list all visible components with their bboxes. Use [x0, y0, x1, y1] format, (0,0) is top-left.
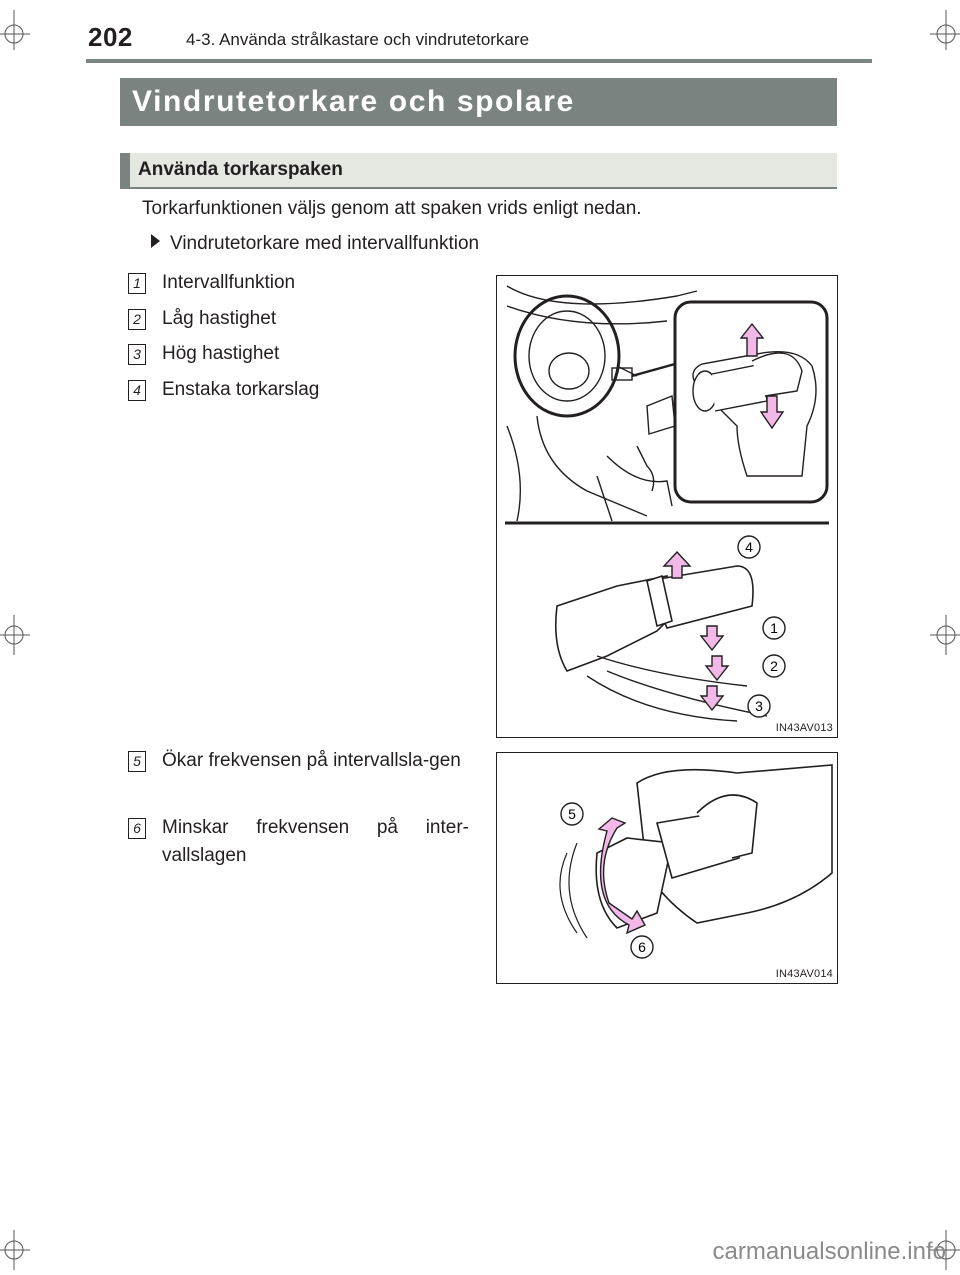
running-header: 4-3. Använda strålkastare och vindruteto… [186, 30, 530, 49]
number-badge: 1 [128, 273, 146, 294]
figure-code: IN43AV014 [775, 968, 833, 980]
crop-mark-bottom-left [0, 1230, 30, 1270]
wiper-lever-illustration: 4 1 2 3 [505, 285, 829, 722]
section-title: Vindrutetorkare och spolare [132, 85, 575, 118]
triangle-bullet-icon [151, 234, 160, 248]
figure-wiper-lever-positions: 4 1 2 3 IN43AV013 [496, 275, 838, 738]
list-item-text: Hög hastighet [162, 343, 280, 364]
header-rule [86, 59, 872, 63]
bullet-text: Vindrutetorkare med intervallfunktion [170, 233, 480, 254]
crop-mark-mid-left [0, 615, 30, 655]
number-badge: 3 [128, 344, 146, 365]
subheading-bar: Använda torkarspaken [120, 153, 837, 189]
subheading: Använda torkarspaken [138, 159, 343, 180]
bullet-item: Vindrutetorkare med intervallfunktion [142, 233, 479, 255]
number-badge: 5 [128, 751, 146, 772]
subheading-accent [120, 153, 130, 187]
callout-5: 5 [568, 806, 576, 822]
crop-mark-bottom-right [930, 1230, 960, 1270]
list-item-text: Ökar frekvensen på intervallsla-gen [162, 750, 461, 771]
callout-3: 3 [755, 698, 763, 714]
interval-adjust-illustration: 5 6 [559, 764, 833, 959]
list-item-text: Minskar frekvensen på inter-vallslagen [162, 817, 469, 866]
footer-watermark[interactable]: carmanualsonline.info [712, 1238, 946, 1265]
callout-2: 2 [770, 658, 778, 674]
list-item-text: Låg hastighet [162, 308, 277, 329]
section-title-bar: Vindrutetorkare och spolare [120, 78, 837, 126]
crop-mark-top-left [0, 10, 30, 50]
crop-mark-mid-right [930, 615, 960, 655]
list-item-text: Enstaka torkarslag [162, 379, 320, 400]
callout-6: 6 [638, 939, 646, 955]
callout-4: 4 [745, 539, 753, 555]
callout-1: 1 [770, 620, 778, 636]
number-badge: 4 [128, 380, 146, 401]
number-badge: 6 [128, 818, 146, 839]
figure-code: IN43AV013 [775, 722, 833, 734]
page-number: 202 [88, 22, 133, 52]
list-item-text: Intervallfunktion [162, 272, 296, 293]
number-badge: 2 [128, 309, 146, 330]
crop-mark-top-right [930, 10, 960, 50]
figure-interval-adjust: 5 6 IN43AV014 [496, 752, 838, 984]
intro-text: Torkarfunktionen väljs genom att spaken … [142, 198, 642, 219]
